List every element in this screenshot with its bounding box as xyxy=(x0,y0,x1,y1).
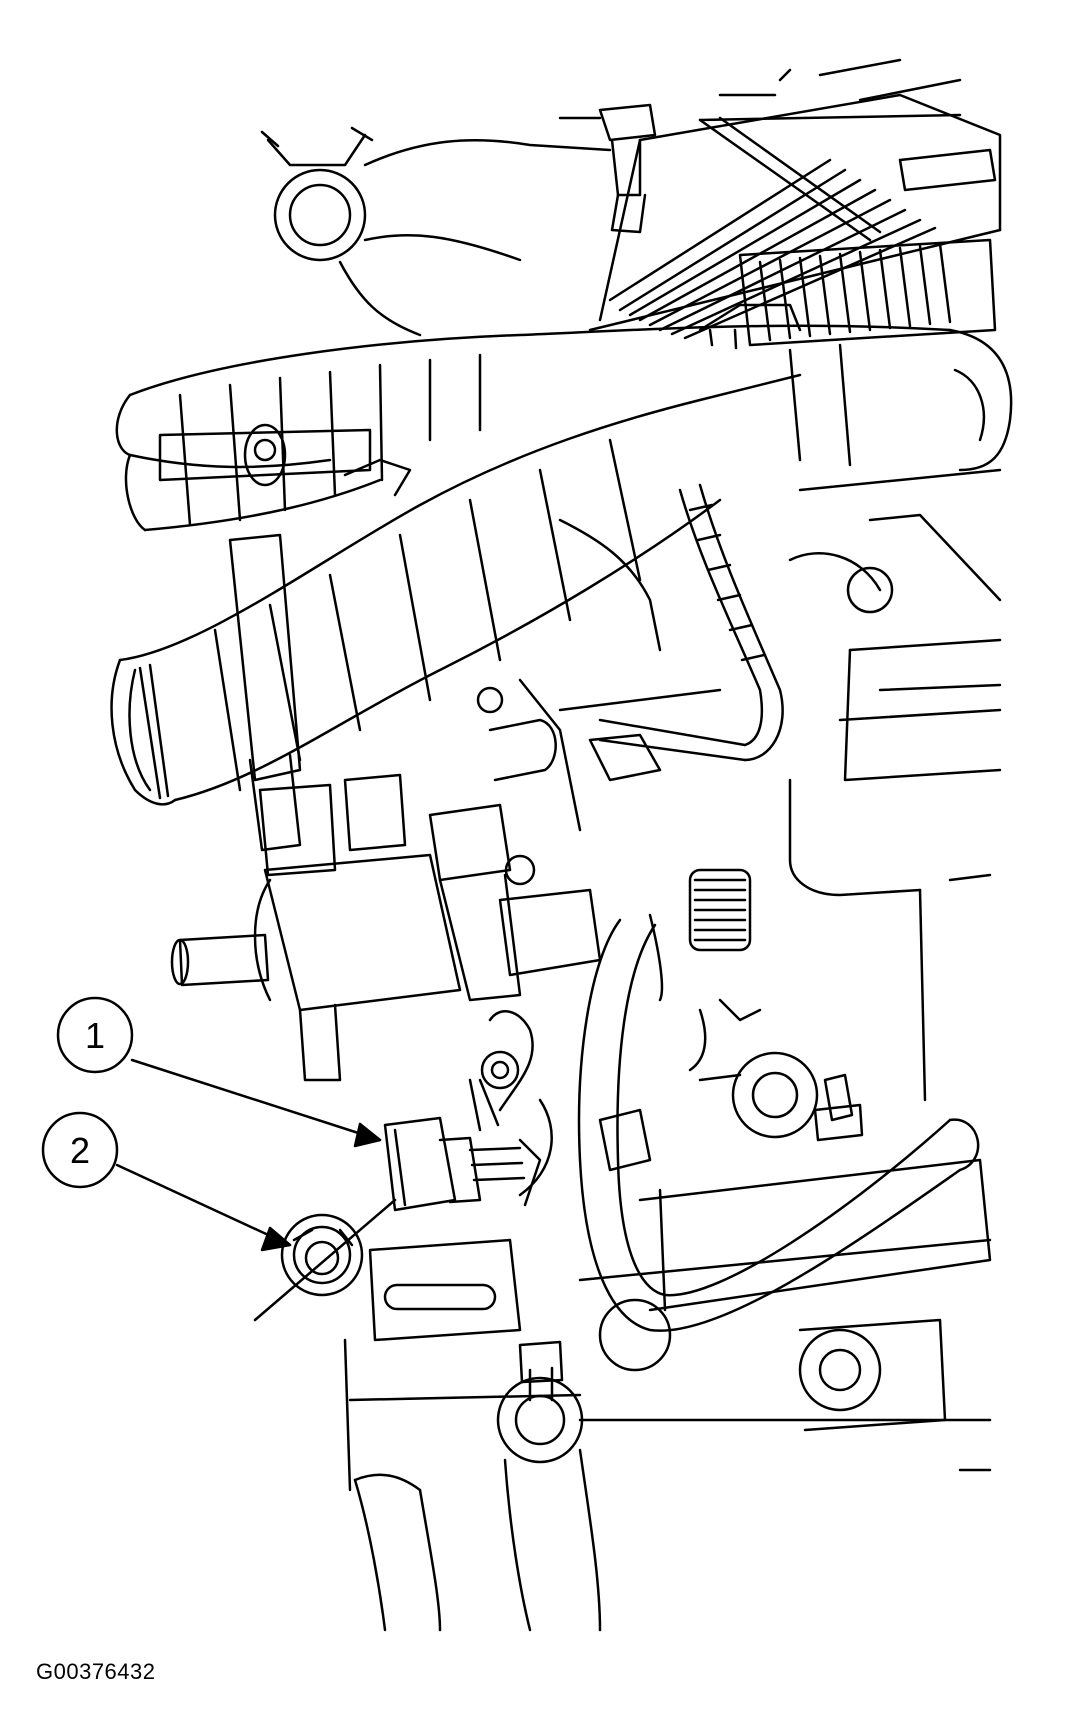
upper-sensor-connector xyxy=(558,103,657,234)
engine-block-right xyxy=(731,468,1002,1142)
idle-air-control-valve xyxy=(170,688,722,1082)
callout-1: 1 xyxy=(56,996,382,1148)
lower-hose-clamp xyxy=(353,1340,602,1632)
upper-radiator-hose xyxy=(115,324,1013,532)
coolant-bypass-tube xyxy=(577,918,980,1332)
figure-id-label: G00376432 xyxy=(36,1659,156,1684)
lower-mount-bracket xyxy=(578,1158,992,1472)
electrical-connector xyxy=(383,1010,553,1212)
retaining-nut xyxy=(280,1213,364,1297)
intake-manifold-fins xyxy=(588,58,1002,347)
nut-stud-leader xyxy=(253,1198,397,1322)
callout-2-number: 2 xyxy=(70,1130,90,1171)
slotted-bracket xyxy=(343,1238,582,1492)
callout-1-number: 1 xyxy=(85,1015,105,1056)
callout-2: 2 xyxy=(41,1111,292,1252)
upper-left-hose-clamp xyxy=(260,126,612,337)
engine-details xyxy=(343,303,1002,1172)
vacuum-line xyxy=(598,483,784,762)
gear-pulley xyxy=(648,868,752,1002)
lower-radiator-hose xyxy=(110,373,802,852)
